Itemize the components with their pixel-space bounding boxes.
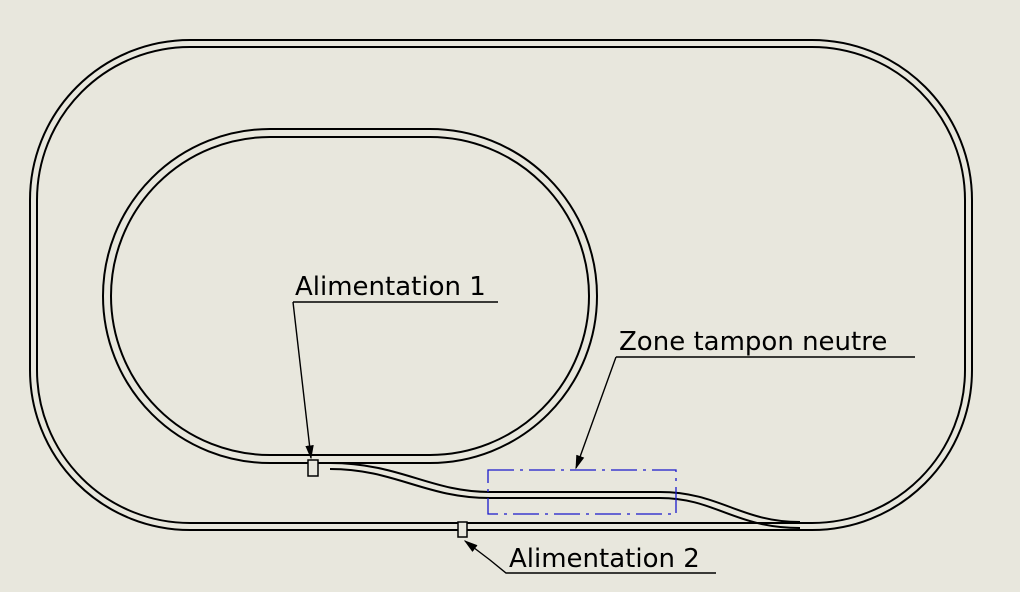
label-alimentation-2: Alimentation 2 — [509, 544, 700, 574]
connecting-siding-track — [329, 462, 801, 529]
feed-block-1 — [307, 459, 319, 477]
leader-alimentation-1 — [292, 301, 498, 458]
outer-loop-track — [29, 39, 973, 531]
label-alimentation-1: Alimentation 1 — [295, 272, 486, 302]
inner-loop-track — [102, 128, 598, 464]
leader-zone-tampon — [576, 356, 915, 468]
feed-block-2 — [457, 521, 468, 538]
leader-alimentation-2 — [463, 540, 716, 574]
label-zone-tampon: Zone tampon neutre — [619, 327, 887, 357]
